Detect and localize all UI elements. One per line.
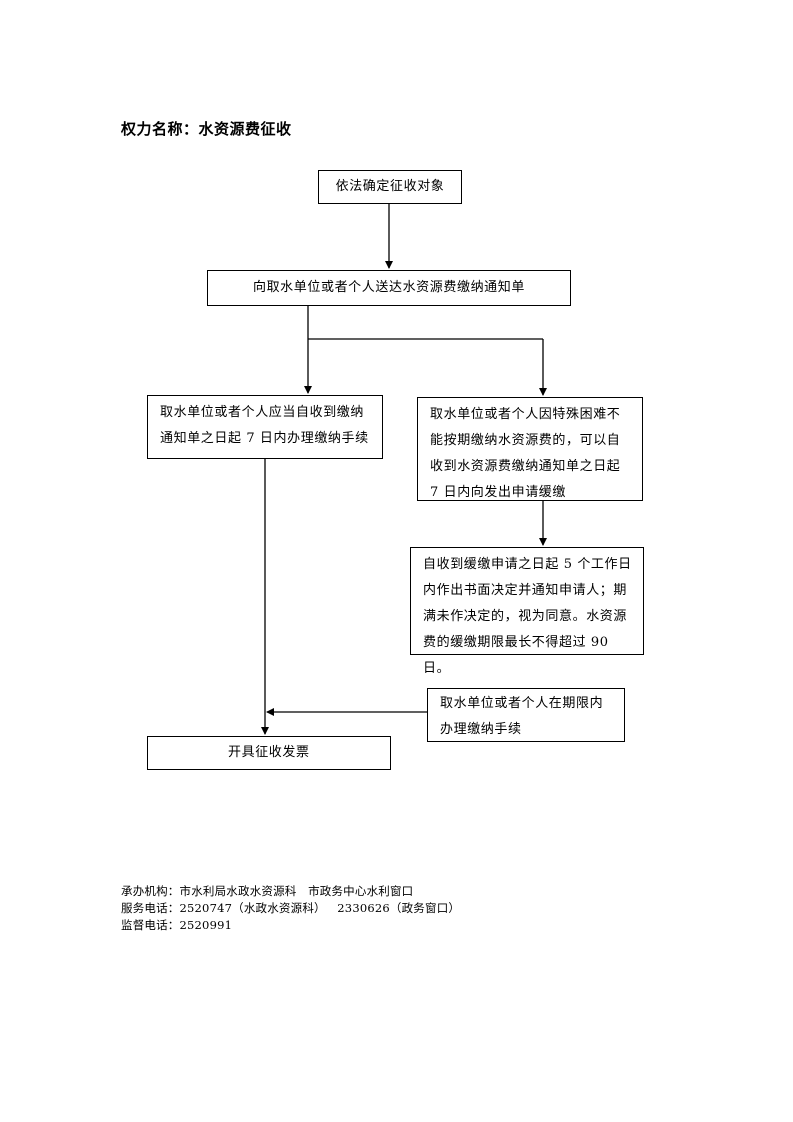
flow-step-pay-within-7-days: 取水单位或者个人应当自收到缴纳通知单之日起 7 日内办理缴纳手续 bbox=[147, 395, 383, 459]
flow-step-apply-deferral: 取水单位或者个人因特殊困难不能按期缴纳水资源费的，可以自收到水资源费缴纳通知单之… bbox=[417, 397, 643, 501]
agency-line: 承办机构：市水利局水政水资源科 市政务中心水利窗口 bbox=[121, 884, 414, 898]
flow-step-deferral-decision: 自收到缓缴申请之日起 5 个工作日内作出书面决定并通知申请人；期满未作决定的，视… bbox=[410, 547, 644, 676]
page-title: 权力名称：水资源费征收 bbox=[121, 120, 292, 138]
flow-step-issue-invoice: 开具征收发票 bbox=[147, 736, 391, 770]
supervision-phone-line: 监督电话：2520991 bbox=[121, 918, 233, 932]
service-phone-line: 服务电话：2520747（水政水资源科） 2330626（政务窗口） bbox=[121, 901, 461, 915]
flow-step-pay-within-deadline: 取水单位或者个人在期限内办理缴纳手续 bbox=[427, 688, 625, 742]
flow-step-send-notice: 向取水单位或者个人送达水资源费缴纳通知单 bbox=[207, 270, 571, 306]
contact-info: 承办机构：市水利局水政水资源科 市政务中心水利窗口 服务电话：2520747（水… bbox=[121, 883, 460, 934]
flow-step-determine-target: 依法确定征收对象 bbox=[318, 170, 462, 204]
